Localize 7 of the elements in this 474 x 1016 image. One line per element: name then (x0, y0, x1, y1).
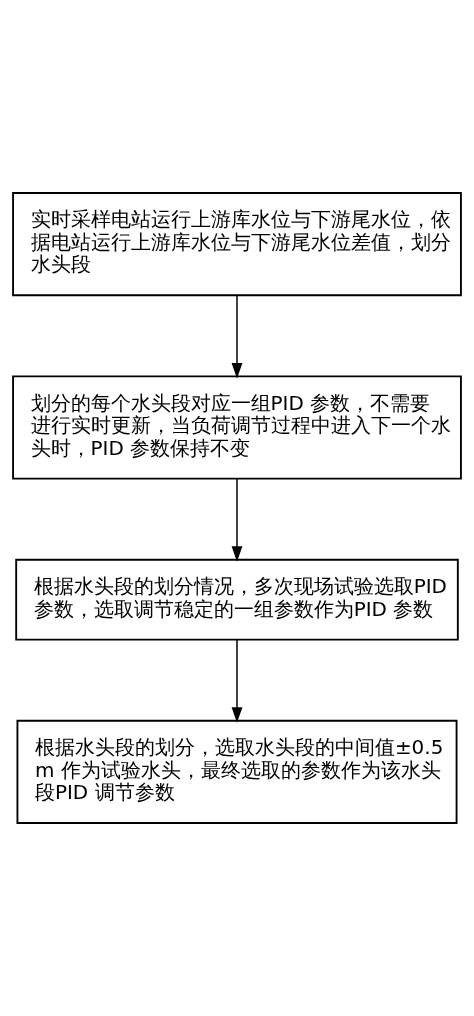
arrow (231, 294, 243, 379)
node-box: 划分的每个水头段对应一组PID 参数，不需要进行实时更新，当负荷调节过程中进入下一个水头时，PID 参数保持不变 (12, 375, 462, 480)
arrow (231, 478, 243, 562)
node-box: 实时采样电站运行上游库水位与下游尾水位，依据电站运行上游库水位与下游尾水位差值，划分水头段 (12, 192, 462, 297)
node-box: 根据水头段的划分情况，多次现场试验选取PID 参数，选取调节稳定的一组参数作为PID 参数 (15, 558, 459, 641)
node-box: 根据水头段的划分，选取水头段的中间值±0.5m 作为试验水头，最终选取的参数作为该水头段PID 调节参数 (16, 719, 458, 824)
arrow (231, 639, 243, 723)
